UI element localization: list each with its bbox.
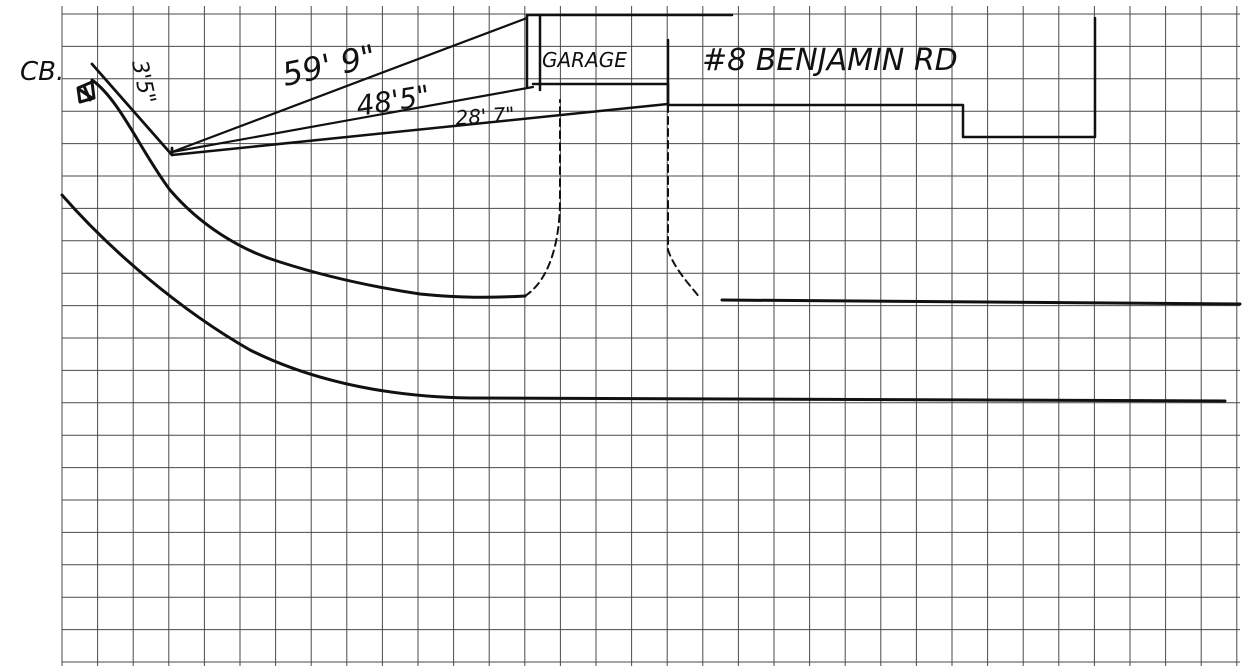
measure-short-label: 28' 7" xyxy=(455,102,516,130)
measure-mid-label: 48'5" xyxy=(354,79,432,123)
driveway-right-dashed xyxy=(667,104,701,299)
graph-grid xyxy=(61,6,1240,666)
catch-basin-marker xyxy=(76,80,96,104)
garage-label: GARAGE xyxy=(542,48,627,72)
measure-long-label: 59' 9" xyxy=(279,37,380,94)
garage-left-wall xyxy=(525,13,542,92)
catch-basin-label: CB. xyxy=(20,57,64,87)
garage-front-wall xyxy=(531,82,670,107)
offset-label: 3'5" xyxy=(126,58,160,106)
measure-line-short xyxy=(170,102,670,157)
driveway-curb-line xyxy=(90,78,527,299)
address-label: #8 BENJAMIN RD xyxy=(702,43,958,78)
house-outline xyxy=(666,16,1097,139)
measure-line-long xyxy=(170,16,529,154)
sidewalk-edge-line xyxy=(720,298,1242,306)
driveway-left-dashed xyxy=(524,99,561,297)
street-edge-line xyxy=(60,193,1227,403)
offset-line xyxy=(90,62,174,157)
measure-line-mid xyxy=(170,85,535,154)
